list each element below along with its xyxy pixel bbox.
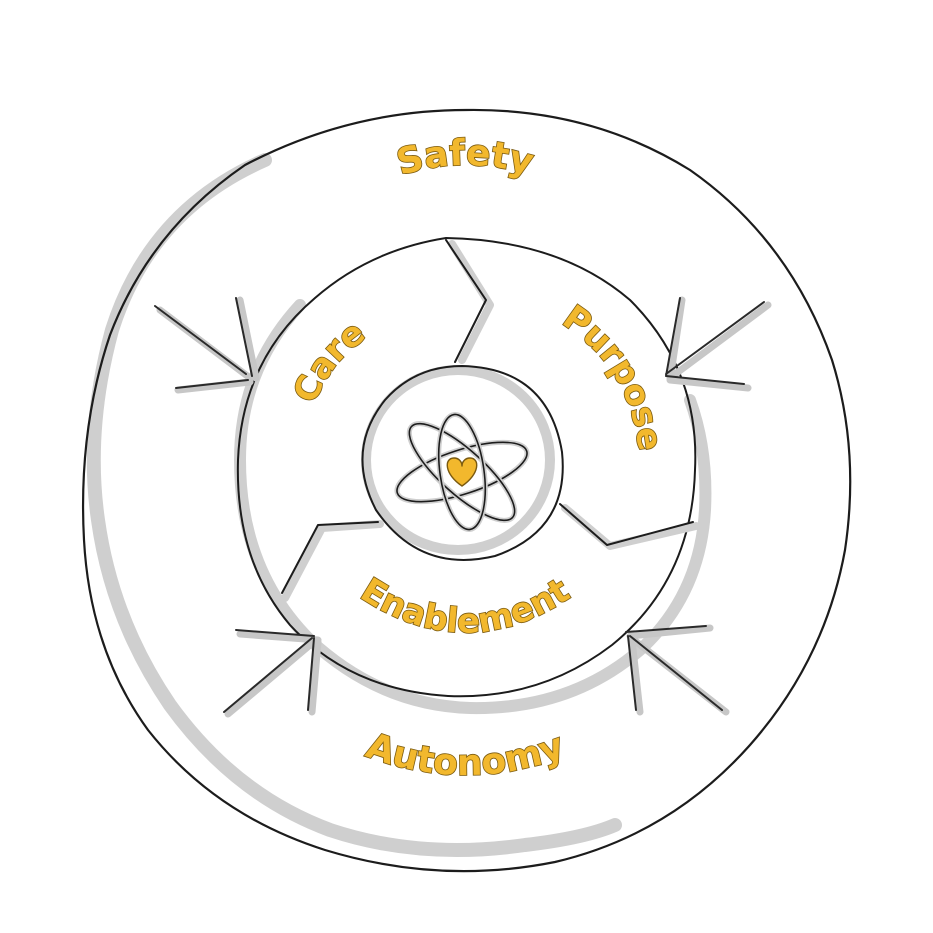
arrow-top-left [154,296,260,394]
atom-heart-icon [394,411,530,533]
outer-ring [81,108,852,873]
label-safety: Safety [393,133,538,184]
arrow-bottom-left [223,629,322,718]
center-circle [361,365,564,561]
segment-dividers [281,239,700,602]
arrow-top-right [665,296,772,392]
label-purpose: Purpose [555,298,670,454]
arrow-bottom-right [625,624,730,716]
label-autonomy: Autonomy [361,725,569,784]
label-care: Care [286,313,373,409]
label-enablement: Enablement [354,570,577,641]
inner-ring [234,237,712,715]
